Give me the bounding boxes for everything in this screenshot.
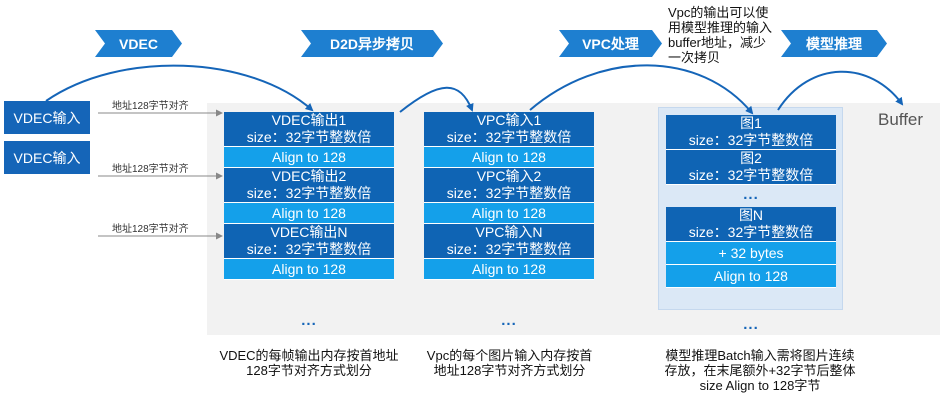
block-name: VPC输入2	[476, 168, 542, 184]
vdec-input-1: VDEC输入	[4, 101, 90, 134]
vdec-input-2: VDEC输入	[4, 141, 90, 174]
block-name: VPC输入N	[475, 224, 543, 240]
stage-vpc-label: VPC处理	[582, 35, 639, 52]
model-input-image-n: 图N size：32字节整数倍	[666, 207, 836, 242]
vdec-output-block-n: VDEC输出N size：32字节整数倍	[224, 224, 394, 259]
vpc-caption: Vpc的每个图片输入内存按首地址128字节对齐方式划分	[426, 348, 593, 378]
block-name: 图1	[740, 115, 762, 131]
vpc-output-note: Vpc的输出可以使用模型推理的输入buffer地址，减少一次拷贝	[668, 5, 773, 65]
model-mid-dots: ...	[743, 186, 759, 203]
stage-infer-label: 模型推理	[806, 35, 862, 52]
model-more-dots: ...	[743, 316, 759, 333]
align-padding: Align to 128	[666, 265, 836, 288]
block-size: size：32字节整数倍	[446, 241, 572, 257]
align-padding: Align to 128	[424, 259, 594, 280]
block-size: size：32字节整数倍	[246, 185, 372, 201]
stage-vpc: VPC处理	[559, 30, 662, 57]
block-size: size：32字节整数倍	[688, 132, 814, 148]
align-padding: Align to 128	[224, 203, 394, 224]
vpc-more-dots: ...	[501, 312, 517, 329]
block-name: 图N	[738, 207, 764, 223]
vdec-output-block-1: VDEC输出1 size：32字节整数倍	[224, 112, 394, 147]
vdec-output-block-2: VDEC输出2 size：32字节整数倍	[224, 168, 394, 203]
vdec-input-1-label: VDEC输入	[13, 109, 81, 126]
align-padding: Align to 128	[424, 203, 594, 224]
extra-32-bytes: + 32 bytes	[666, 242, 836, 265]
stage-model-inference: 模型推理	[781, 30, 887, 57]
buffer-label: Buffer	[878, 110, 924, 129]
align-padding: Align to 128	[224, 259, 394, 280]
block-name: VDEC输出N	[270, 224, 348, 240]
vdec-output-column: VDEC输出1 size：32字节整数倍 Align to 128 VDEC输出…	[224, 112, 394, 280]
address-align-label-2: 地址128字节对齐	[112, 164, 189, 175]
vpc-input-block-1: VPC输入1 size：32字节整数倍	[424, 112, 594, 147]
vdec-input-2-label: VDEC输入	[13, 149, 81, 166]
block-name: 图2	[740, 150, 762, 166]
address-align-label-1: 地址128字节对齐	[112, 101, 189, 112]
vpc-input-block-2: VPC输入2 size：32字节整数倍	[424, 168, 594, 203]
address-align-label-3: 地址128字节对齐	[112, 224, 189, 235]
block-name: VDEC输出1	[271, 112, 347, 128]
model-caption: 模型推理Batch输入需将图片连续存放，在末尾额外+32字节后整体size Al…	[664, 348, 856, 393]
stage-vdec: VDEC	[95, 30, 182, 57]
block-size: size：32字节整数倍	[246, 129, 372, 145]
block-name: VPC输入1	[476, 112, 542, 128]
arc-vpc-to-model	[529, 64, 754, 115]
block-size: size：32字节整数倍	[688, 167, 814, 183]
block-size: size：32字节整数倍	[246, 241, 372, 257]
align-padding: Align to 128	[224, 147, 394, 168]
vpc-input-block-n: VPC输入N size：32字节整数倍	[424, 224, 594, 259]
stage-vdec-label: VDEC	[119, 35, 158, 52]
arc-model-to-buffer	[777, 70, 904, 111]
align-padding: Align to 128	[424, 147, 594, 168]
vdec-caption: VDEC的每帧输出内存按首地址128字节对齐方式划分	[219, 348, 399, 378]
model-input-image-2: 图2 size：32字节整数倍	[666, 150, 836, 185]
block-size: size：32字节整数倍	[446, 129, 572, 145]
block-size: size：32字节整数倍	[446, 185, 572, 201]
block-name: VDEC输出2	[271, 168, 347, 184]
stage-d2d-label: D2D异步拷贝	[329, 35, 414, 52]
vpc-input-column: VPC输入1 size：32字节整数倍 Align to 128 VPC输入2 …	[424, 112, 594, 280]
arc-input-to-vdec	[45, 64, 314, 112]
model-input-column: 图1 size：32字节整数倍 图2 size：32字节整数倍 ... 图N s…	[666, 115, 836, 288]
model-input-image-1: 图1 size：32字节整数倍	[666, 115, 836, 150]
vdec-more-dots: ...	[301, 312, 317, 329]
arc-vdec-to-vpc	[399, 86, 474, 113]
block-size: size：32字节整数倍	[688, 224, 814, 240]
stage-d2d-copy: D2D异步拷贝	[301, 30, 443, 57]
